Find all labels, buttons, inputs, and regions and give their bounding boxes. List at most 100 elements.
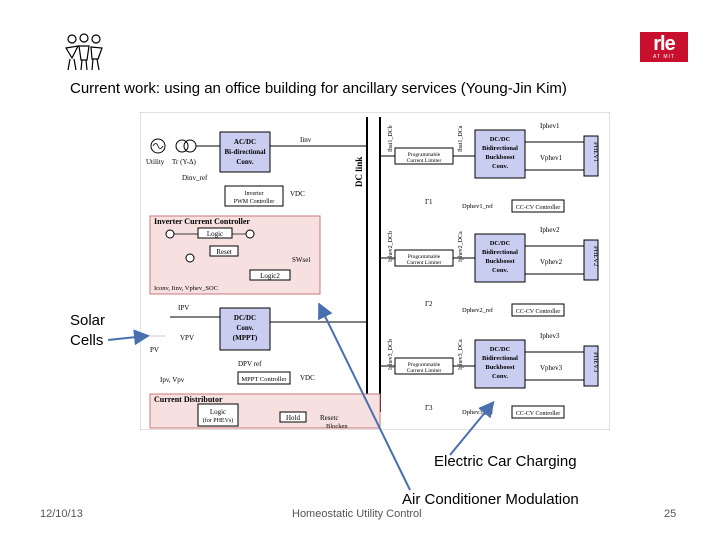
dcdc-bi-block-2 [474,233,526,283]
dcdc-bi-block-3 [474,339,526,389]
phev2-ibat-b: Iphev2_DCb [388,231,394,262]
phev3-ibat-b: Iphev3_DCb [388,339,394,370]
dcdc-bi-block-1 [474,129,526,179]
electric-car-charging-label: Electric Car Charging [434,453,577,470]
footer-page-number: 25 [664,508,677,520]
logic2-label: Logic2 [260,272,280,280]
phev2-battery-block [583,239,599,281]
controller-inputs-label: Iconv, Iinv, Vphev_SOC [154,285,218,292]
acdc-converter-block [219,131,271,173]
solar-arrow [107,329,150,346]
swsel-label: SWsel [292,256,310,264]
inverter-pwm-line-1: Inverter [245,191,264,197]
current-distributor-panel [149,393,381,429]
dcdc-bi-3-line-3: Buckboost [485,364,515,371]
logic-phev-line-1: Logic [210,408,226,416]
phev2-voltage: Vphev2 [540,258,563,266]
phev1-ibat-b: Ibat1_DCb [388,125,394,152]
blocken-label: Blocken [326,423,348,430]
rle-logo-text: rle [653,33,675,55]
phev1-voltage: Vphev1 [540,154,563,162]
vdc-label-bottom: VDC [300,374,315,382]
dcdc-bi-3-line-4: Conv. [492,373,508,380]
phev1-group: Programmable Current Limiter DC/DC Bidir… [380,122,599,213]
phev1-label: PHEV1 [592,142,599,162]
transformer-icon [175,139,189,153]
inverter-pwm-block [224,185,284,207]
mppt-controller-label: MPPT Controller [241,376,287,383]
dcdc-bi-2-line-2: Bidirectional [482,249,518,256]
circuit-diagram: DC link Utility Tr (Y-Δ) AC/DC Bi-direct… [140,112,610,430]
cc-cv-1-label: CC-CV Controller [516,205,560,211]
pv-label: PV [150,346,159,354]
people-logo [62,32,106,72]
cc-cv-2-label: CC-CV Controller [516,309,560,315]
phev3-ibat-a: Iphev3_DCa [458,339,464,370]
inverter-controller-title: Inverter Current Controller [154,217,250,226]
phev3-duty: Dphev3_ref [462,409,494,416]
vdc-label-top: VDC [290,190,305,198]
dcdc-bi-2-line-4: Conv. [492,267,508,274]
logic-phev-block [197,403,239,427]
prog-limiter-1-line-2: Current Limiter [407,158,442,164]
logic-block [197,227,233,239]
footer-date: 12/10/13 [40,508,83,520]
utility-label: Utility [146,158,165,166]
ac-arrow [318,302,411,491]
phev3-voltage: Vphev3 [540,364,563,372]
cc-cv-2 [511,303,565,317]
hold-label: Hold [286,414,301,422]
current-distributor-title: Current Distributor [154,395,223,404]
ipv-vpv-label: Ipv, Vpv [160,376,185,384]
phev3-group: Programmable Current Limiter DC/DC Bidir… [380,332,599,419]
cc-cv-3-label: CC-CV Controller [516,411,560,417]
resetc-label: Resetc [320,414,339,422]
rle-logo-subtext: AT MIT [653,54,675,60]
inverter-pwm-line-2: PWM Controller [234,199,275,205]
phev1-current: Iphev1 [540,122,560,130]
phev2-current: Iphev2 [540,226,560,234]
vpv-label: VPV [180,334,194,342]
dcdc-bi-2-line-3: Buckboost [485,258,515,265]
acdc-line-2: Bi-directional [224,148,265,156]
solar-panel-icon [148,335,165,337]
dcdc-pv-line-1: DC/DC [234,314,256,322]
rle-logo: rle AT MIT [640,32,688,62]
dcdc-bi-1-line-2: Bidirectional [482,145,518,152]
phev3-battery-block [583,345,599,387]
phev1-ibat-a: Ibat1_DCa [458,125,464,152]
air-conditioner-label: Air Conditioner Modulation [402,491,579,508]
phev2-gamma: Γ2 [425,300,433,308]
prog-limiter-2-line-1: Programmable [408,254,441,260]
phev3-label: PHEV3 [592,352,599,372]
utility-source-icon [150,138,166,154]
dcdc-bi-1-line-3: Buckboost [485,154,515,161]
slide-title: Current work: using an office building f… [70,80,567,97]
hold-block [279,411,307,423]
logic-phev-line-2: (for PHEVs) [203,417,234,424]
ev-arrow [449,400,495,456]
phev3-current: Iphev3 [540,332,560,340]
dcdc-bi-1-line-1: DC/DC [490,136,511,143]
footer-center: Homeostatic Utility Control [292,508,422,520]
reset-block [209,245,239,257]
cc-cv-3 [511,405,565,419]
prog-limiter-3-line-1: Programmable [408,362,441,368]
transformer-label: Tr (Y-Δ) [172,158,197,166]
logic2-block [249,269,291,281]
phev2-label: PHEV2 [592,246,599,266]
acdc-line-1: AC/DC [234,138,256,146]
phev2-group: Programmable Current Limiter DC/DC Bidir… [380,226,599,317]
solar-cells-label: Solar Cells [70,312,106,349]
dc-link-label: DC link [354,157,364,187]
phev2-ibat-a: Iphev2_DCa [458,231,464,262]
mppt-controller-block [237,371,291,385]
dcdc-pv-block [219,307,271,351]
phev3-gamma: Γ3 [425,404,433,412]
dinv-ref-label: Dinv_ref [182,174,208,182]
phev1-duty: Dphev1_ref [462,203,494,210]
dcdc-pv-line-2: Conv. [236,324,254,332]
phev1-battery-block [583,135,599,177]
prog-limiter-3-line-2: Current Limiter [407,368,442,374]
acdc-line-3: Conv. [236,158,254,166]
